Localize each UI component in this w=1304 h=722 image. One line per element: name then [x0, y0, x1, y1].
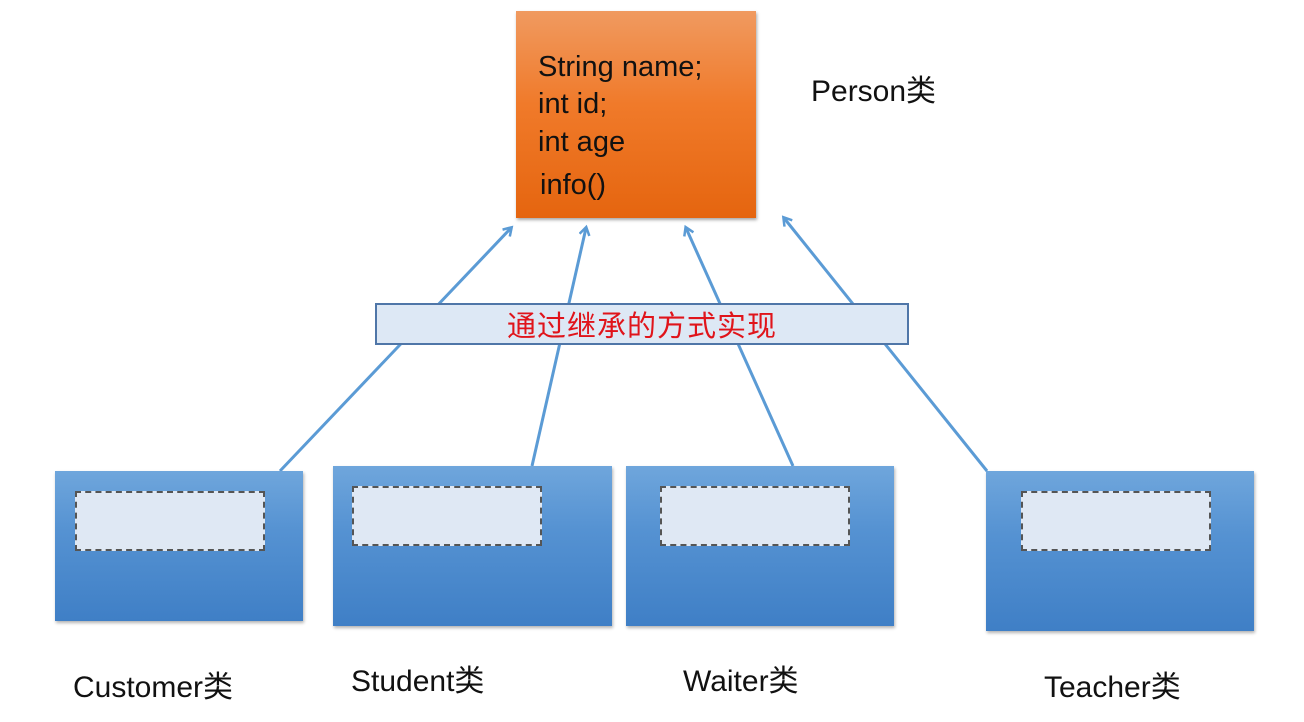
person-class-label: Person类 — [811, 75, 937, 108]
teacher-class-box — [986, 471, 1254, 631]
inheritance-banner: 通过继承的方式实现 — [375, 303, 909, 345]
waiter-class-box — [626, 466, 894, 626]
method-info: info() — [540, 169, 607, 201]
customer-class-label: Customer类 — [73, 671, 234, 704]
waiter-own-members — [660, 486, 850, 546]
banner-text: 通过继承的方式实现 — [506, 309, 777, 343]
field-name: String name; — [538, 51, 703, 83]
waiter-class-label: Waiter类 — [683, 665, 799, 698]
arrow-customer — [278, 228, 511, 473]
customer-class-box — [55, 471, 303, 621]
field-id: int id; — [538, 88, 608, 120]
arrow-student — [530, 228, 586, 467]
person-class-box: String name; int id; int age info() — [516, 11, 756, 218]
arrow-waiter — [686, 228, 795, 467]
teacher-class-label: Teacher类 — [1044, 671, 1181, 704]
student-class-label: Student类 — [351, 665, 485, 698]
student-class-box — [333, 466, 612, 626]
teacher-own-members — [1021, 491, 1211, 551]
student-own-members — [352, 486, 542, 546]
customer-own-members — [75, 491, 265, 551]
field-age: int age — [538, 126, 626, 158]
